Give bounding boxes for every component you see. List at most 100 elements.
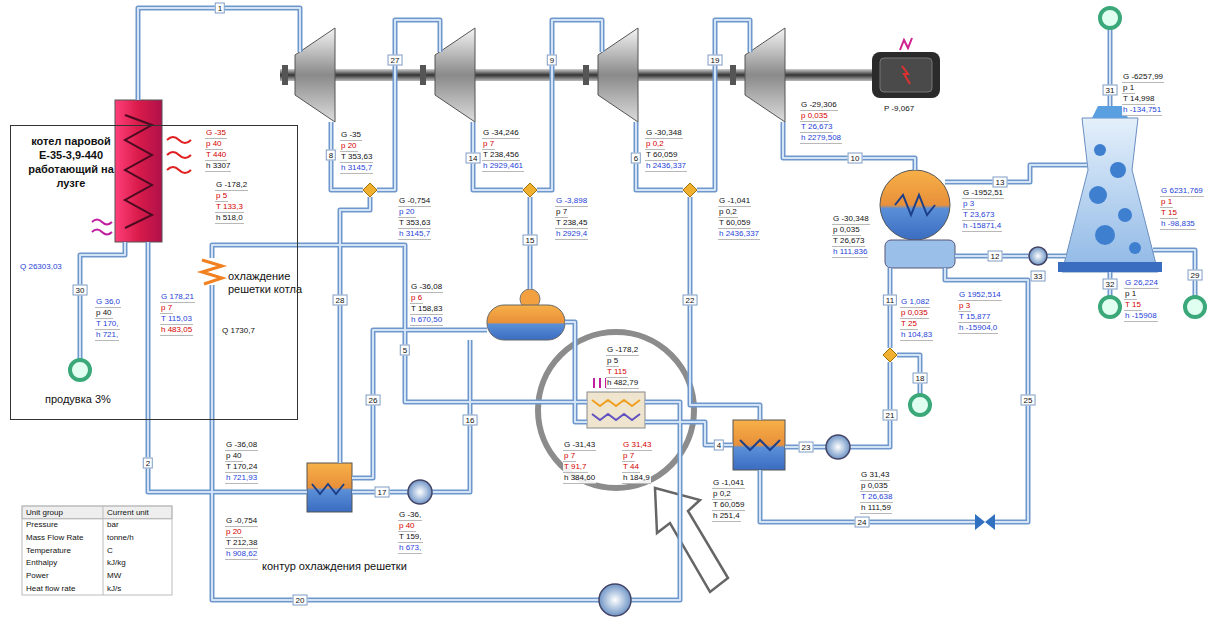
cooling-tower (1089, 186, 1107, 204)
pipe (352, 330, 487, 478)
stream-value: h -15871,4 (962, 221, 1002, 232)
stream-value: T 170,24 (225, 462, 258, 473)
stream-value: h 2929,461 (482, 161, 524, 172)
unit-table-cell: Temperature (26, 546, 71, 556)
stream-value: p 7 (563, 451, 576, 462)
pipe (945, 165, 1087, 182)
stream-number: 19 (708, 55, 723, 66)
splitter (363, 183, 897, 362)
pipe (850, 362, 890, 447)
unit-table-cell: Current unit (107, 508, 149, 518)
stream-number: 24 (855, 517, 870, 528)
cooling-tower (1095, 225, 1115, 245)
turbine-stage (295, 28, 785, 122)
stream-value: G -178,2 (606, 345, 639, 356)
pipe (945, 165, 1087, 182)
deaerator (487, 305, 565, 340)
unit-table-cell: Heat flow rate (26, 584, 75, 594)
stream-value: T 15,877 (958, 312, 991, 323)
stream-number: 1 (215, 3, 225, 14)
pipe (888, 268, 893, 348)
pipe (212, 245, 587, 402)
stream-value: G -30,348 (645, 128, 683, 139)
splitter (363, 183, 377, 197)
unit-table-cell: Enthalpy (26, 558, 57, 568)
generator (880, 58, 932, 92)
pipe (80, 242, 125, 359)
splitter (523, 183, 537, 197)
grate-cooling-heater (202, 260, 222, 284)
stream-number: 9 (547, 55, 557, 66)
generator (872, 52, 940, 98)
stream-value: T 91,7 (563, 462, 588, 473)
grate-water-heater (312, 484, 344, 494)
unit-table-cell: kJ/s (107, 584, 121, 594)
stream-value: p 0,035 (900, 308, 929, 319)
unit-table-grid (103, 506, 104, 595)
pipe (340, 197, 370, 463)
stream-value: T 238,456 (482, 150, 520, 161)
boundary-stream (1185, 297, 1205, 317)
stream-number: 21 (883, 410, 898, 421)
cooling-tower (1094, 144, 1106, 156)
stream-value: G -30,348 (832, 214, 870, 225)
stream-number: 17 (375, 487, 390, 498)
unit-table-cell: Pressure (26, 520, 58, 530)
cooling-tower (1118, 208, 1132, 222)
unit-table-cell: C (107, 546, 113, 556)
stream-value: T 15 (1160, 208, 1178, 219)
stream-number: 25 (1021, 395, 1036, 406)
steam-boiler (92, 220, 112, 235)
valve (985, 514, 995, 530)
stream-value: G 26,224 (1124, 278, 1159, 289)
stream-value: h 3145,7 (398, 229, 431, 240)
stream-value: G -36, (398, 510, 422, 521)
grate-water-heater (307, 463, 352, 512)
stream-value: T 158,83 (410, 304, 443, 315)
stream-value: G -35 (340, 130, 362, 141)
pump (408, 247, 1047, 616)
pipe (565, 322, 587, 422)
stream-value: G -1,041 (712, 478, 745, 489)
stream-value: p 40 (205, 139, 223, 150)
stream-value: G -29,306 (800, 100, 838, 111)
stream-value: p 5 (215, 191, 228, 202)
steam-turbine-shaft (730, 65, 736, 85)
stream-value: p 7 (160, 303, 173, 314)
pipe (340, 197, 370, 463)
stream-value: h 670,50 (410, 315, 443, 326)
stream-number: 27 (388, 55, 403, 66)
stream-value: T 15 (1124, 300, 1142, 311)
lp-heater (740, 440, 780, 450)
stream-value: h -134,751 (1122, 105, 1162, 116)
stream-value: G -178,2 (215, 180, 248, 191)
stream-value: T 353,63 (340, 152, 373, 163)
pipe (760, 470, 975, 522)
boundary-stream (1100, 8, 1120, 28)
steam-boiler (125, 115, 152, 228)
stream-value: h 673, (398, 543, 422, 554)
stream-value: h 3307 (205, 161, 231, 172)
stream-value: T 170, (95, 319, 120, 330)
pipe (697, 20, 750, 190)
unit-table-cell: MW (107, 571, 121, 581)
generator (900, 38, 912, 50)
stream-value: h 2279,508 (800, 133, 842, 144)
stream-number: 26 (366, 395, 381, 406)
cooling-tower (1129, 242, 1141, 254)
stream-number: 14 (466, 153, 481, 164)
stream-number: 33 (1031, 271, 1046, 282)
unit-table-grid (22, 518, 172, 519)
unit-table-grid (22, 506, 172, 595)
unit-table-cell: kJ/kg (107, 558, 126, 568)
unit-table-cell: Mass Flow Rate (26, 533, 83, 543)
stream-value: G 178,21 (160, 292, 195, 303)
pipe (636, 122, 683, 190)
stream-value: p 40 (398, 521, 416, 532)
stream-value: p 20 (225, 527, 243, 538)
stream-value: p 3 (958, 301, 971, 312)
stream-value: h 2436,337 (645, 161, 687, 172)
stream-value: p 0,2 (718, 207, 738, 218)
stream-value: h -98,835 (1160, 219, 1196, 230)
stream-number: 4 (714, 440, 724, 451)
